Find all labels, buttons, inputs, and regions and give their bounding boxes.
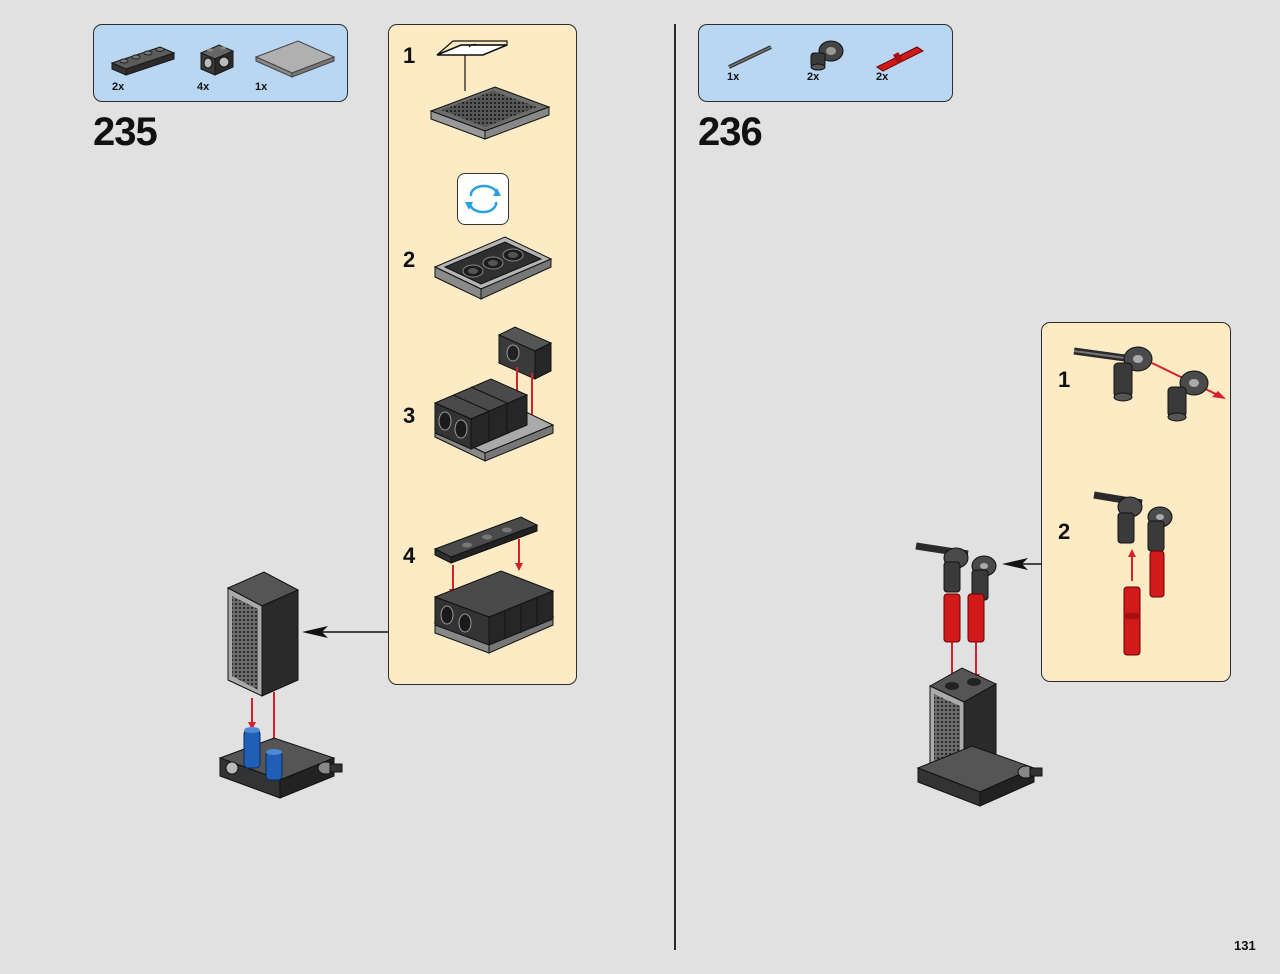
plate-with-holes-icon (433, 236, 553, 300)
substep-number: 3 (403, 403, 416, 428)
dark-gray-axle-icon (728, 45, 772, 69)
light-gray-tile-icon (254, 40, 336, 78)
substep-number: 2 (1058, 519, 1071, 544)
part-qty: 2x (112, 81, 125, 93)
axle-through-connectors-icon (1073, 346, 1226, 422)
technic-bricks-assembly-icon (433, 326, 555, 462)
substep-number: 2 (403, 247, 416, 272)
part-qty: 4x (197, 81, 210, 93)
part-qty: 1x (727, 71, 740, 83)
parts-list-235: 2x 4x 1x (93, 24, 348, 102)
part-qty: 1x (255, 81, 268, 93)
dark-gray-connector-icon (810, 40, 844, 71)
sub-assembly-callout-235: 1 2 3 (388, 24, 577, 685)
substep-number: 1 (1058, 367, 1071, 392)
step-number: 236 (698, 110, 763, 154)
parts-list-236: 1x 2x 2x (698, 24, 953, 102)
callout-arrow-icon (302, 626, 388, 638)
red-pins-into-connectors-icon (1093, 491, 1173, 656)
part-qty: 2x (876, 71, 889, 83)
substep-number: 1 (403, 43, 416, 68)
step-number: 235 (93, 110, 158, 154)
red-pin-icon (876, 46, 924, 72)
sticker-on-tile-icon (429, 40, 551, 140)
dark-gray-plate-1x4-icon (110, 46, 176, 76)
rotate-model-icon (457, 173, 509, 225)
part-qty: 2x (807, 71, 820, 83)
page-divider (674, 24, 676, 950)
callout-arrow-icon (1002, 558, 1042, 570)
page-number: 131 (1234, 938, 1256, 953)
model-235-assembly-icon (218, 571, 343, 799)
dark-gray-technic-brick-icon (199, 44, 235, 76)
substep-number: 4 (403, 543, 416, 568)
plate-on-bricks-icon (433, 516, 555, 654)
model-236-assembly-icon (915, 542, 1043, 807)
sub-assembly-callout-236: 1 2 (1041, 322, 1231, 682)
